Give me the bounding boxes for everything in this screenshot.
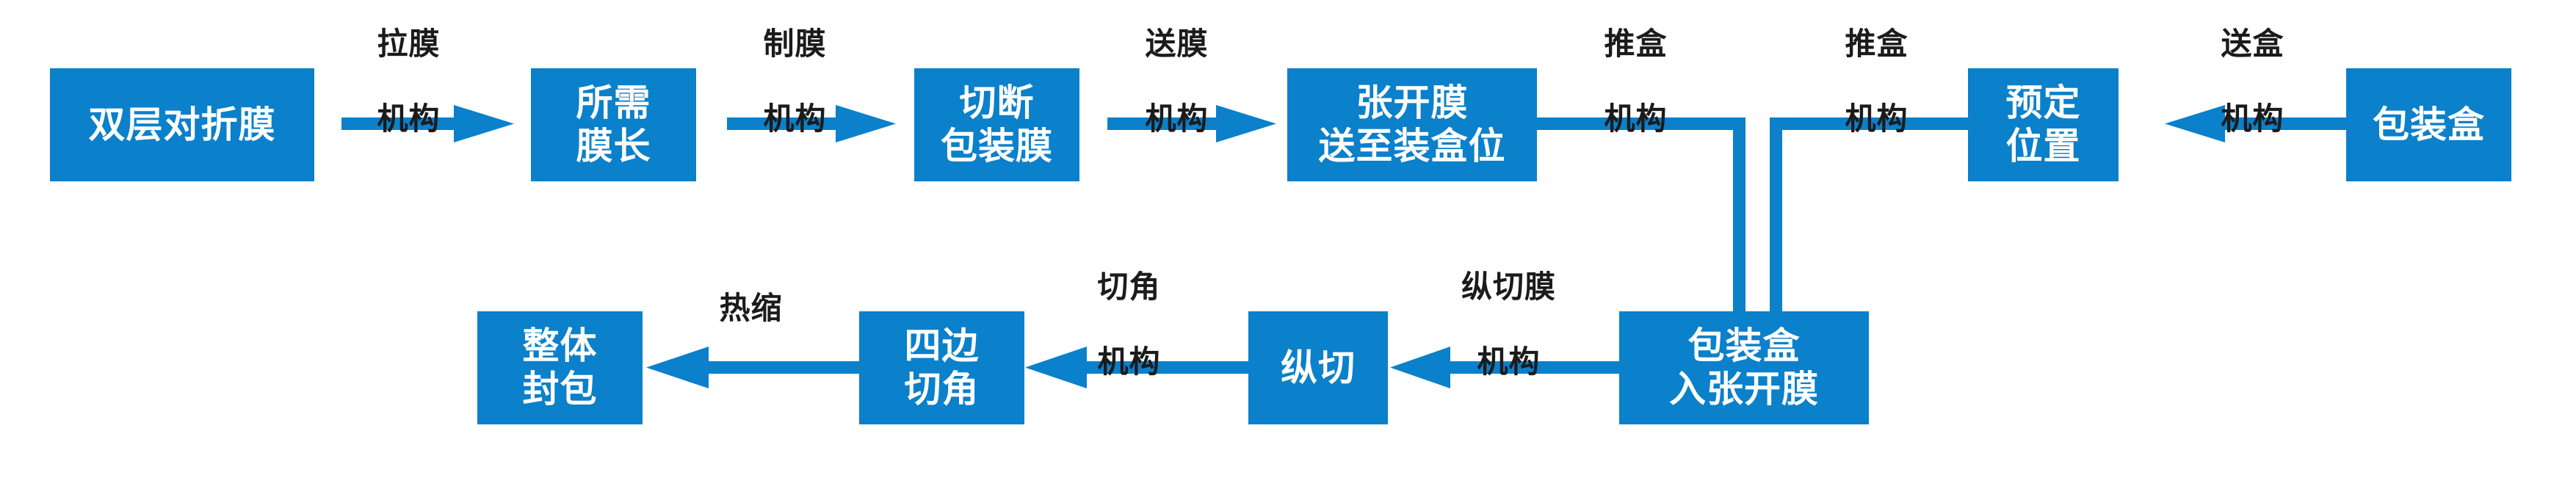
node-line: 切角 [904,369,980,410]
edge-label-line: 送盒 [2221,26,2284,61]
node-line: 送至装盒位 [1318,126,1506,167]
edge-label-make-film: 制膜 机构 [727,26,863,137]
connector-push-box-right [1770,117,1968,311]
node-packaging-box[interactable]: 包装盒 [2346,68,2511,181]
node-line: 位置 [2005,126,2081,167]
edge-label-corner-cut: 切角 机构 [1061,269,1197,380]
edge-label-line: 热缩 [719,291,783,325]
edge-label-line: 拉膜 [377,26,441,61]
edge-label-line: 制膜 [763,26,827,61]
edge-label-line: 机构 [763,101,827,137]
node-required-film-length[interactable]: 所需 膜长 [531,68,696,181]
edge-label-push-box-left: 推盒 机构 [1568,26,1704,137]
node-box-into-open-film[interactable]: 包装盒 入张开膜 [1619,311,1869,424]
edge-label-pull-film: 拉膜 机构 [341,26,477,137]
node-line: 包装盒 [1687,325,1801,366]
edge-label-line: 机构 [1145,101,1209,137]
node-line: 所需 [576,82,651,123]
node-cut-packaging-film[interactable]: 切断 包装膜 [914,68,1079,181]
node-line: 包装膜 [941,126,1053,167]
node-line: 四边 [904,325,980,366]
edge-label-line: 推盒 [1604,26,1668,61]
node-four-side-corner-cut[interactable]: 四边 切角 [859,311,1024,424]
node-line: 切断 [959,82,1035,123]
edge-label-feed-box: 送盒 机构 [2185,26,2320,137]
edge-label-line: 送膜 [1145,26,1209,61]
arrow-heat-shrink [646,347,861,388]
edge-label-line: 推盒 [1845,26,1909,61]
node-line: 预定 [2005,82,2081,123]
node-line: 纵切 [1281,347,1356,388]
edge-label-line: 机构 [1845,101,1909,137]
node-line: 包装盒 [2373,104,2485,145]
edge-label-push-box-right: 推盒 机构 [1809,26,1944,137]
edge-label-line: 机构 [377,101,441,137]
edge-label-line: 机构 [1604,101,1668,137]
node-open-film-to-boxing-position[interactable]: 张开膜 送至装盒位 [1287,68,1537,181]
node-line: 入张开膜 [1669,369,1819,410]
edge-label-heat-shrink: 热缩 [683,291,819,325]
node-line: 双层对折膜 [88,104,276,145]
edge-label-slit-film: 纵切膜 机构 [1419,269,1599,380]
node-longitudinal-cut[interactable]: 纵切 [1248,311,1388,424]
node-overall-sealing[interactable]: 整体 封包 [477,311,643,424]
edge-label-line: 机构 [1097,344,1161,380]
node-line: 膜长 [576,126,651,167]
node-double-folded-film[interactable]: 双层对折膜 [50,68,314,181]
edge-label-line: 切角 [1097,269,1161,304]
node-line: 整体 [522,325,598,366]
node-preset-position[interactable]: 预定 位置 [1968,68,2119,181]
node-line: 张开膜 [1356,82,1469,123]
edge-label-line: 纵切膜 [1461,269,1556,304]
node-line: 封包 [522,369,598,410]
edge-label-line: 机构 [1477,344,1541,380]
edge-label-feed-film: 送膜 机构 [1109,26,1245,137]
edge-label-line: 机构 [2221,101,2284,137]
